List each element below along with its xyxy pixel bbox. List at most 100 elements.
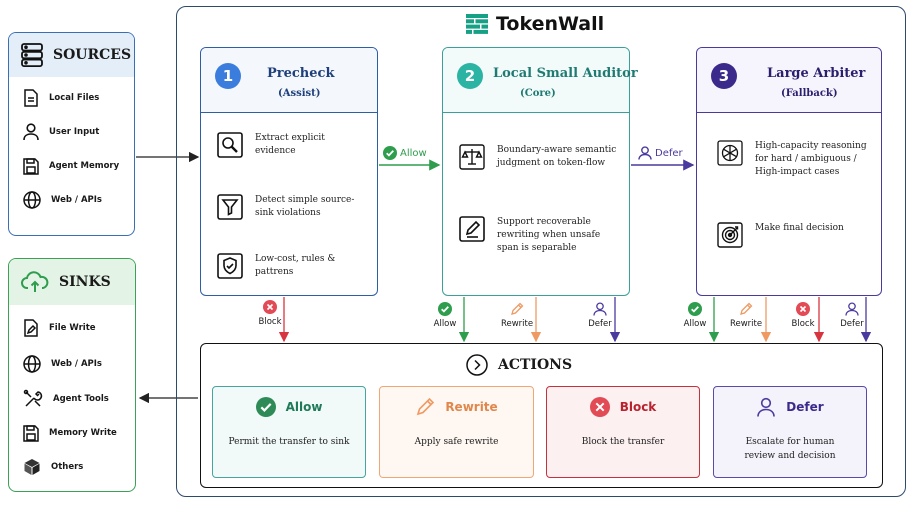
stage-number-badge: 3 [711, 63, 737, 89]
feature-text: Make final decision [755, 223, 844, 233]
card-title: Allow [285, 400, 323, 414]
filter-icon [217, 194, 243, 220]
sink-item-label: Memory Write [49, 428, 117, 438]
target-icon [717, 222, 743, 248]
card-header: Rewrite [380, 397, 533, 417]
sink-item-file-write: File Write [23, 319, 96, 337]
check-circle-icon [438, 302, 452, 316]
server-icon [21, 43, 43, 67]
branch-label: Allow [683, 319, 707, 329]
actions-title: ACTIONS [498, 357, 573, 373]
card-title: Rewrite [445, 400, 498, 414]
source-item-web-apis: Web / APIs [23, 191, 102, 209]
edit-icon [459, 216, 485, 242]
flow-allow-text: Allow [400, 147, 427, 159]
flow-allow-label: Allow [383, 146, 427, 160]
feature-item: Low-cost, rules & pattrens [217, 253, 367, 279]
sink-item-label: File Write [49, 323, 96, 333]
branch-label: Rewrite [729, 319, 763, 329]
feature-item: Detect simple source-sink violations [217, 194, 367, 220]
sink-item-agent-tools: Agent Tools [23, 389, 109, 409]
stage-subtitle: (Assist) [278, 88, 321, 99]
branch-label: Defer [588, 319, 612, 329]
card-desc: Apply safe rewrite [414, 437, 499, 447]
source-item-user-input: User Input [23, 123, 99, 141]
person-icon [638, 146, 652, 160]
card-title: Block [619, 400, 657, 414]
chevron-circle-icon [466, 354, 488, 376]
magnifier-icon [217, 132, 243, 158]
stage-header: 2 Local Small Auditor (Core) [443, 48, 638, 113]
branch-label: Defer [840, 319, 864, 329]
stage-number-badge: 1 [215, 63, 241, 89]
sink-item-label: Others [51, 462, 84, 472]
feature-text: Detect simple source-sink violations [255, 195, 355, 218]
cloud-upload-icon [21, 271, 49, 293]
stage-title: Local Small Auditor [493, 66, 638, 81]
brand-header: TokenWall [466, 10, 604, 38]
sink-item-label: Web / APIs [51, 359, 102, 369]
card-header: Allow [213, 397, 365, 417]
branch-label: Allow [433, 319, 457, 329]
user-icon [23, 123, 39, 141]
feature-text: Low-cost, rules & pattrens [255, 254, 336, 277]
feature-item: Boundary-aware semantic judgment on toke… [459, 144, 624, 170]
source-item-label: Local Files [49, 93, 100, 103]
branch-label: Block [258, 317, 282, 327]
branch-arbiter-defer: Defer [827, 302, 877, 329]
x-circle-icon [796, 302, 810, 316]
card-header: Block [547, 397, 699, 417]
action-card-defer: Defer Escalate for human review and deci… [713, 386, 867, 478]
branch-auditor-allow: Allow [420, 302, 470, 329]
feature-text: Support recoverable rewriting when unsaf… [497, 217, 601, 253]
sinks-header: SINKS [9, 259, 135, 305]
stage-title: Precheck [267, 66, 335, 81]
shield-check-icon [217, 253, 243, 279]
x-circle-icon [589, 397, 610, 417]
pencil-icon [511, 302, 524, 315]
pencil-icon [740, 302, 753, 315]
branch-precheck-block: Block [245, 300, 295, 327]
sink-item-web-apis: Web / APIs [23, 355, 102, 373]
feature-item: High-capacity reasoning for hard / ambig… [717, 140, 875, 179]
cube-icon [23, 458, 41, 476]
stage-header: 1 Precheck (Assist) [201, 48, 377, 113]
card-desc: Escalate for human review and decision [744, 437, 836, 461]
feature-item: Make final decision [717, 222, 875, 248]
sources-title: SOURCES [53, 47, 132, 63]
brick-wall-icon [466, 14, 488, 34]
stage-title: Large Arbiter [767, 66, 866, 81]
feature-text: High-capacity reasoning for hard / ambig… [755, 141, 867, 177]
branch-label: Block [791, 319, 815, 329]
actions-header: ACTIONS [466, 354, 572, 376]
save-icon [23, 157, 39, 175]
tools-icon [23, 389, 43, 409]
action-card-block: Block Block the transfer [546, 386, 700, 478]
globe-icon [23, 191, 41, 209]
card-desc: Permit the transfer to sink [228, 437, 350, 447]
flow-defer-label: Defer [638, 146, 683, 160]
feature-item: Extract explicit evidence [217, 132, 367, 158]
source-item-agent-memory: Agent Memory [23, 157, 119, 175]
sources-panel: SOURCES Local Files User Input Agent Mem… [8, 32, 135, 236]
tokenwall-frame [176, 6, 906, 497]
stage-subtitle: (Fallback) [781, 88, 838, 99]
card-desc: Block the transfer [581, 437, 665, 447]
globe-icon [23, 355, 41, 373]
stage-header: 3 Large Arbiter (Fallback) [697, 48, 881, 113]
sources-header: SOURCES [9, 33, 134, 77]
feature-text: Boundary-aware semantic judgment on toke… [497, 145, 617, 168]
source-item-label: Agent Memory [49, 161, 120, 171]
brand-title: TokenWall [496, 13, 605, 35]
card-header: Defer [714, 397, 866, 417]
sink-item-memory-write: Memory Write [23, 424, 117, 442]
check-circle-icon [383, 146, 397, 160]
branch-auditor-defer: Defer [575, 302, 625, 329]
stage-precheck: 1 Precheck (Assist) Extract explicit evi… [200, 47, 378, 296]
action-card-allow: Allow Permit the transfer to sink [212, 386, 366, 478]
branch-arbiter-block: Block [778, 302, 828, 329]
sinks-title: SINKS [59, 274, 111, 290]
person-icon [757, 397, 776, 417]
stage-large-arbiter: 3 Large Arbiter (Fallback) High-capacity… [696, 47, 882, 296]
